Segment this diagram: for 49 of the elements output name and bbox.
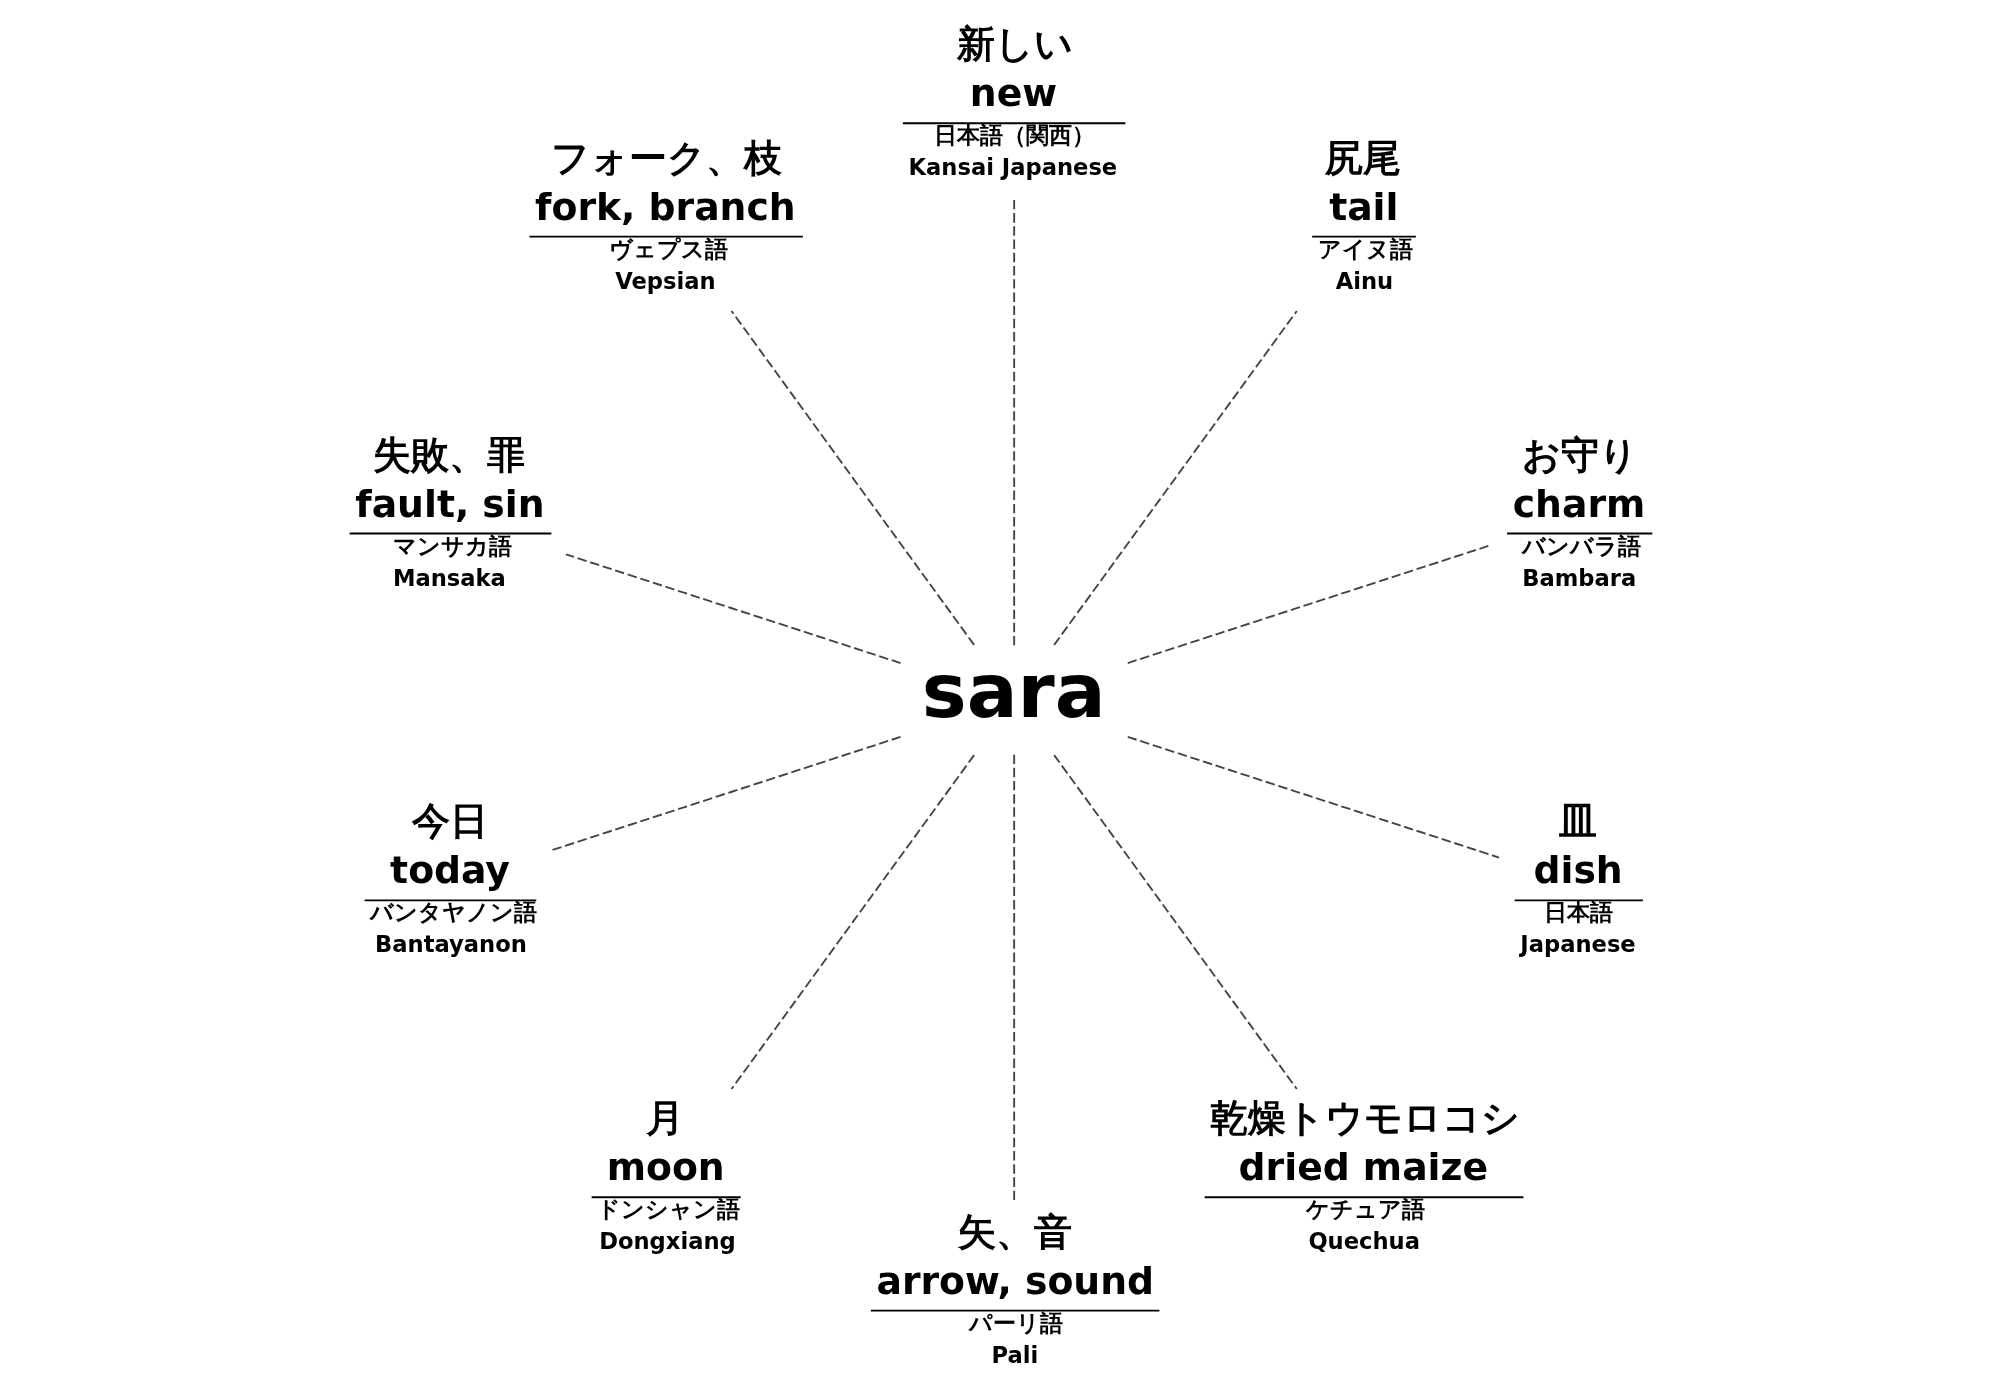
node-label: Bantayanon <box>375 931 527 958</box>
node-label: パーリ語 <box>968 1309 1063 1336</box>
node-label: バンバラ語 <box>1522 532 1642 559</box>
node-label: 尻尾 <box>1325 135 1402 180</box>
node-label: バンタヤノン語 <box>370 899 538 926</box>
node-label: charm <box>1512 481 1646 526</box>
node-label: fault, sin <box>355 481 545 526</box>
node-label: Dongxiang <box>599 1228 736 1255</box>
node-label: Vepsian <box>615 267 716 294</box>
node-label: arrow, sound <box>876 1258 1155 1303</box>
node-label: Quechua <box>1308 1228 1420 1255</box>
node-label: フォーク、枝 <box>551 135 783 180</box>
connector <box>1053 754 1298 1090</box>
node-label: ケチュア語 <box>1306 1196 1426 1223</box>
connector <box>730 754 976 1090</box>
node-label: 失敗、罪 <box>373 432 526 477</box>
node-label: 乾燥トウモロコシ <box>1210 1096 1521 1141</box>
node-label: Pali <box>991 1341 1039 1368</box>
node-label: fork, branch <box>535 184 796 229</box>
connector <box>1126 544 1492 665</box>
node-text: sara <box>921 646 1106 735</box>
node-label: dish <box>1533 848 1623 893</box>
connector <box>564 553 902 665</box>
node-label: お守り <box>1522 432 1639 477</box>
node-label: Ainu <box>1335 267 1394 294</box>
node-label: new <box>969 71 1058 116</box>
node-label: 日本語（関西） <box>934 122 1095 149</box>
node-label: 皿 <box>1558 799 1597 844</box>
node-label: 今日 <box>411 799 488 844</box>
node-label: 新しい <box>956 22 1073 67</box>
node-label: ヴェプス語 <box>608 235 728 262</box>
node-label: tail <box>1329 184 1399 229</box>
node-label: 月 <box>646 1096 685 1141</box>
connector <box>730 310 976 646</box>
node-label: moon <box>606 1145 725 1190</box>
node-label: アイヌ語 <box>1317 235 1413 262</box>
node-label: 矢、音 <box>957 1209 1072 1254</box>
node-label: 日本語 <box>1543 899 1613 926</box>
node-label: Mansaka <box>392 564 506 591</box>
node-label: Bambara <box>1522 564 1637 591</box>
node-label: Japanese <box>1520 931 1636 958</box>
node-label: ドンシャン語 <box>597 1196 741 1223</box>
connector <box>549 735 902 852</box>
node-label: マンサカ語 <box>392 532 512 559</box>
connector <box>1126 735 1500 859</box>
node-label: today <box>390 848 510 893</box>
connector <box>1053 310 1298 646</box>
node-label: Kansai Japanese <box>908 154 1118 181</box>
node-label: dried maize <box>1238 1145 1489 1190</box>
